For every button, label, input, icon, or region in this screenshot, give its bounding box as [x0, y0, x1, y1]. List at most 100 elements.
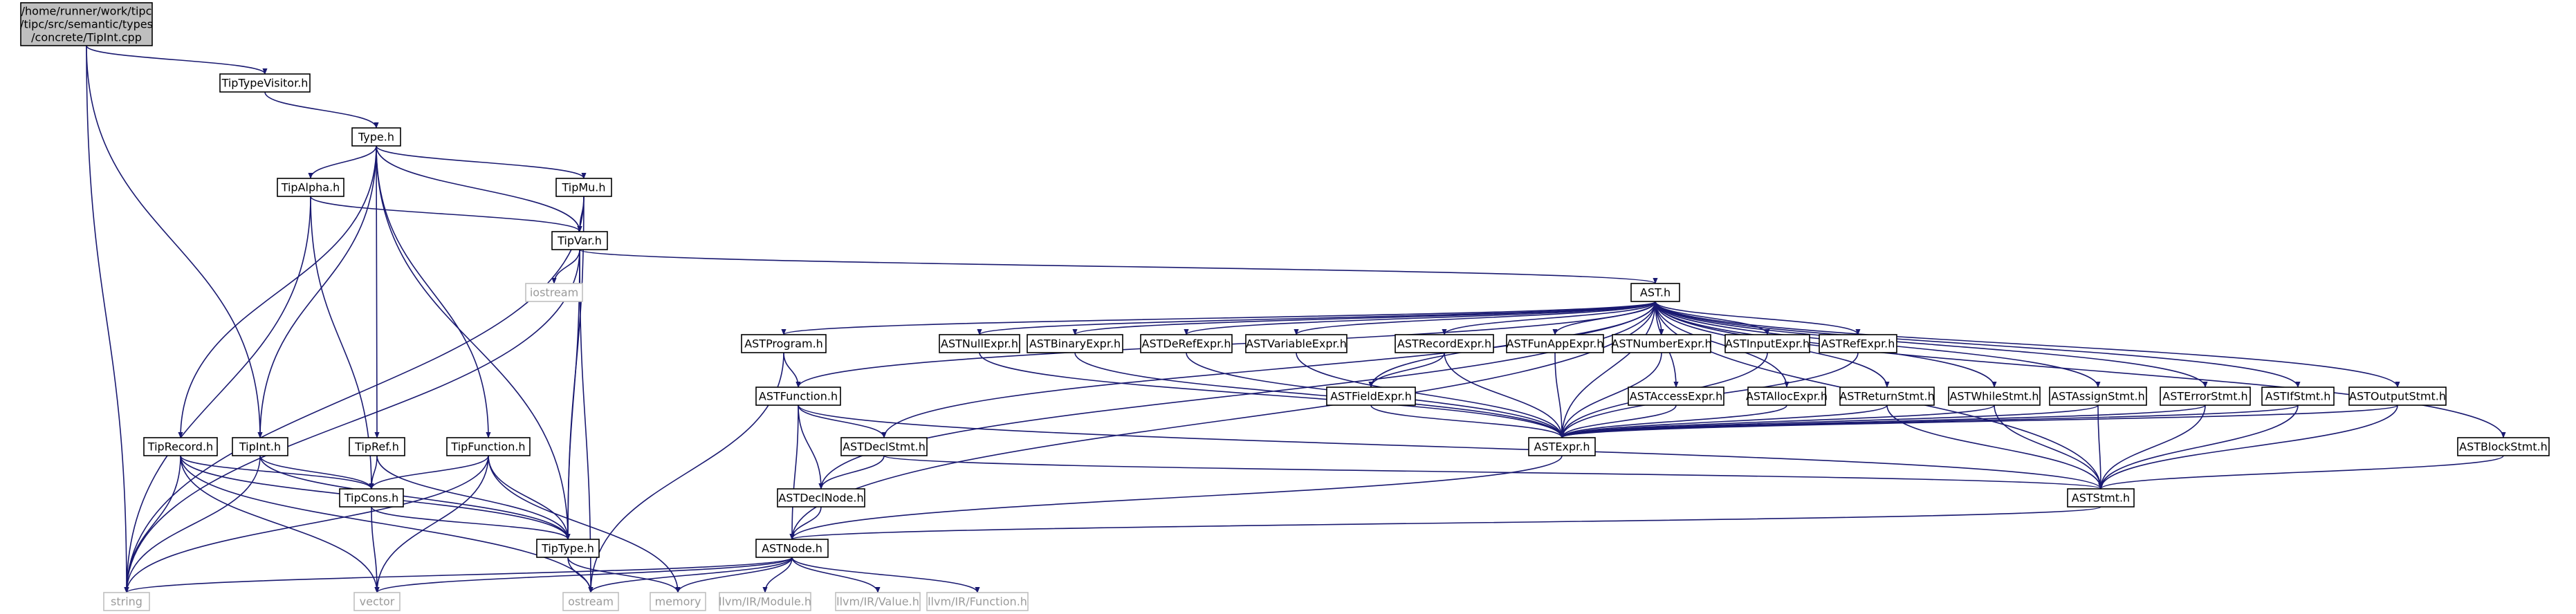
- edge-astfieldexpr-h-to-astexpr-h: [1370, 404, 1565, 438]
- node-astwhilestmt-h[interactable]: ASTWhileStmt.h: [1948, 387, 2041, 406]
- edge-tipfunction-h-to-string: [124, 455, 489, 593]
- node-astassignstmt-h[interactable]: ASTAssignStmt.h: [2049, 387, 2147, 406]
- node-llvm-ir-module-h: llvm/IR/Module.h: [719, 592, 811, 611]
- node-box: [2348, 387, 2447, 406]
- node-astnullexpr-h[interactable]: ASTNullExpr.h: [939, 334, 1020, 353]
- node-label: TipMu.h: [561, 181, 605, 194]
- node-astallocexpr-h[interactable]: ASTAllocExpr.h: [1746, 387, 1828, 406]
- edge-astblockstmt-h-to-aststmt-h: [2098, 455, 2504, 490]
- node-box: [277, 178, 344, 197]
- node-box: [20, 2, 153, 46]
- node-box: [1747, 387, 1826, 406]
- node-astbinaryexpr-h[interactable]: ASTBinaryExpr.h: [1027, 334, 1123, 353]
- edge-ast-h-to-astrecordexpr-h: [1442, 301, 1656, 335]
- edge-astnullexpr-h-to-astexpr-h: [979, 352, 1565, 438]
- edge-aststmt-h-to-astnode-h: [790, 506, 2101, 540]
- node-label: ASTBlockStmt.h: [2459, 440, 2548, 454]
- edge-astfunction-h-to-astdeclstmt-h: [798, 404, 887, 438]
- node-label: TipVar.h: [557, 234, 602, 248]
- node-asterrorstmt-h[interactable]: ASTErrorStmt.h: [2160, 387, 2251, 406]
- node-label: llvm/IR/Function.h: [928, 595, 1027, 608]
- node-box: [1628, 387, 1724, 406]
- node-astblockstmt-h[interactable]: ASTBlockStmt.h: [2457, 437, 2550, 456]
- edge-astwhilestmt-h-to-aststmt-h: [1994, 404, 2104, 490]
- node-box: [1245, 334, 1347, 353]
- node-astoutputstmt-h[interactable]: ASTOutputStmt.h: [2348, 387, 2447, 406]
- node-astderefexpr-h[interactable]: ASTDeRefExpr.h: [1140, 334, 1233, 353]
- node-astnumberexpr-h[interactable]: ASTNumberExpr.h: [1611, 334, 1712, 353]
- node-astfieldexpr-h[interactable]: ASTFieldExpr.h: [1326, 387, 1416, 406]
- node-label: TipRecord.h: [147, 440, 213, 454]
- node-box: [349, 437, 405, 456]
- node-astifstmt-h[interactable]: ASTIfStmt.h: [2261, 387, 2335, 406]
- node-box: [1839, 387, 1935, 406]
- node-astfunction-h[interactable]: ASTFunction.h: [755, 387, 841, 406]
- node-label: TipTypeVisitor.h: [221, 77, 309, 90]
- edge-tipvar-h-to-ast-h: [579, 249, 1658, 284]
- node-label: memory: [655, 595, 701, 608]
- edge-ast-h-to-astprogram-h: [781, 301, 1656, 335]
- node-box: [551, 231, 608, 250]
- node-box: [1395, 334, 1494, 353]
- node-astinputexpr-h[interactable]: ASTInputExpr.h: [1724, 334, 1810, 353]
- edge-astnode-h-to-llvm-ir-function-h: [791, 557, 980, 593]
- node-ast-h[interactable]: AST.h: [1630, 283, 1680, 302]
- node-astaccessexpr-h[interactable]: ASTAccessExpr.h: [1628, 387, 1724, 406]
- edge-tipvar-h-to-string: [124, 249, 580, 593]
- edge-astnode-h-to-string: [124, 557, 793, 593]
- node-astdeclstmt-h[interactable]: ASTDeclStmt.h: [840, 437, 928, 456]
- edge-astvariableexpr-h-to-astexpr-h: [1296, 352, 1565, 438]
- node-astreturnstmt-h[interactable]: ASTReturnStmt.h: [1839, 387, 1935, 406]
- node-box: [2457, 437, 2550, 456]
- edge-astnode-h-to-vector: [374, 557, 793, 593]
- node-box: [1506, 334, 1604, 353]
- node-astdeclnode-h[interactable]: ASTDeclNode.h: [777, 488, 865, 508]
- node-astvariableexpr-h[interactable]: ASTVariableExpr.h: [1245, 334, 1347, 353]
- node-astrecordexpr-h[interactable]: ASTRecordExpr.h: [1395, 334, 1494, 353]
- edge-ast-h-to-astoutputstmt-h: [1655, 301, 2400, 388]
- node-tipvar-h[interactable]: TipVar.h: [551, 231, 608, 250]
- node-label: ASTWhileStmt.h: [1949, 390, 2039, 403]
- node-label: TipAlpha.h: [281, 181, 340, 194]
- node-box: [562, 592, 619, 611]
- edge-tipint-h-to-tiptype-h: [259, 455, 571, 540]
- node-root[interactable]: /home/runner/work/tipc/tipc/src/semantic…: [20, 2, 153, 46]
- node-box: [1630, 283, 1680, 302]
- edge-astnode-h-to-llvm-ir-value-h: [791, 557, 881, 593]
- node-tipalpha-h[interactable]: TipAlpha.h: [277, 178, 344, 197]
- node-tipint-h[interactable]: TipInt.h: [232, 437, 288, 456]
- edge-tipalpha-h-to-tipcons-h: [310, 196, 374, 490]
- edge-astoutputstmt-h-to-aststmt-h: [2098, 404, 2398, 490]
- node-astprogram-h[interactable]: ASTProgram.h: [741, 334, 827, 353]
- edge-tipvar-h-to-iostream: [551, 249, 580, 284]
- node-label: ASTProgram.h: [744, 337, 823, 351]
- node-astnode-h[interactable]: ASTNode.h: [755, 539, 829, 558]
- node-tiptypevisitor-h[interactable]: TipTypeVisitor.h: [219, 73, 311, 93]
- edge-type-h-to-tipmu-h: [376, 145, 587, 179]
- node-label: ASTNumberExpr.h: [1611, 337, 1711, 351]
- edge-tiprecord-h-to-ostream: [180, 455, 594, 593]
- node-type-h[interactable]: Type.h: [351, 127, 401, 147]
- node-box: [2160, 387, 2251, 406]
- node-memory: memory: [650, 592, 706, 611]
- node-astfunappexpr-h[interactable]: ASTFunAppExpr.h: [1506, 334, 1604, 353]
- node-aststmt-h[interactable]: ASTStmt.h: [2067, 488, 2135, 508]
- node-tiprecord-h[interactable]: TipRecord.h: [143, 437, 218, 456]
- node-tipfunction-h[interactable]: TipFunction.h: [446, 437, 531, 456]
- edge-astrecordexpr-h-to-astfieldexpr-h: [1368, 352, 1445, 388]
- node-tipcons-h[interactable]: TipCons.h: [339, 488, 404, 508]
- node-tipmu-h[interactable]: TipMu.h: [555, 178, 612, 197]
- edge-tipfunction-h-to-tipcons-h: [369, 455, 489, 490]
- node-tipref-h[interactable]: TipRef.h: [349, 437, 405, 456]
- node-astexpr-h[interactable]: ASTExpr.h: [1528, 437, 1596, 456]
- node-box: [1528, 437, 1596, 456]
- node-astrefexpr-h[interactable]: ASTRefExpr.h: [1819, 334, 1897, 353]
- node-label: ASTExpr.h: [1534, 440, 1590, 454]
- edge-asterrorstmt-h-to-astexpr-h: [1559, 404, 2206, 438]
- node-box: [926, 592, 1029, 611]
- node-llvm-ir-value-h: llvm/IR/Value.h: [835, 592, 921, 611]
- node-llvm-ir-function-h: llvm/IR/Function.h: [926, 592, 1029, 611]
- edge-type-h-to-tiptype-h: [376, 145, 571, 540]
- node-label: /home/runner/work/tipc: [21, 5, 152, 18]
- node-tiptype-h[interactable]: TipType.h: [536, 539, 600, 558]
